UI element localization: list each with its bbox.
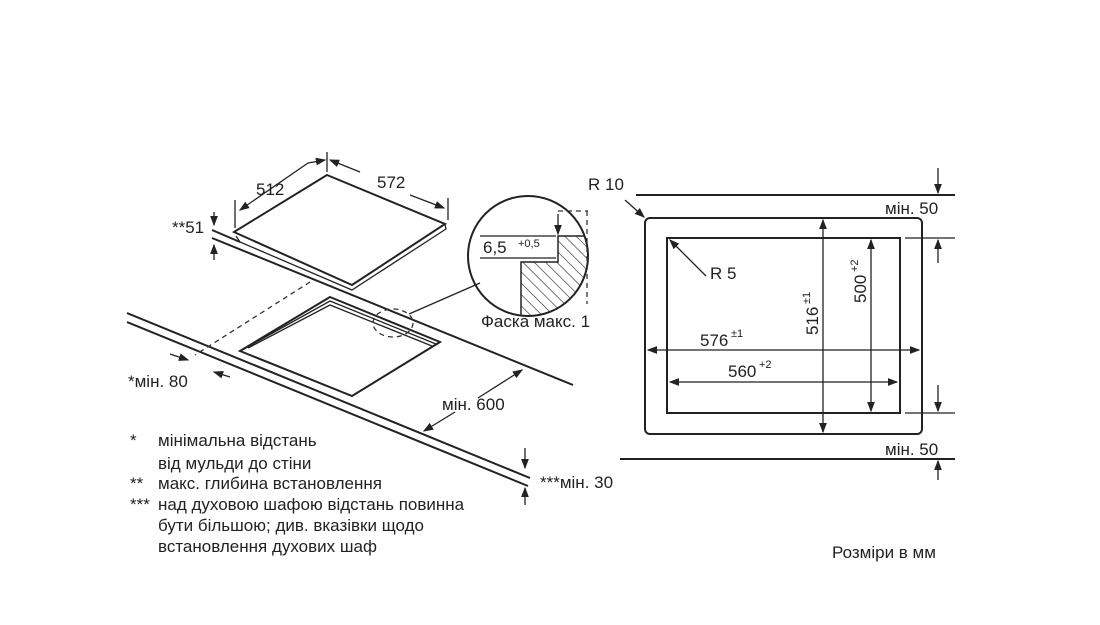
note-line: від мульди до стіни bbox=[158, 454, 311, 473]
worktop bbox=[126, 229, 574, 487]
footnotes: * мінімальна відстань від мульди до стін… bbox=[130, 431, 465, 556]
dim-height-51: **51 bbox=[172, 218, 204, 237]
note-line: мінімальна відстань bbox=[158, 431, 317, 450]
dim-wall-min-80: *мін. 80 bbox=[128, 372, 188, 391]
inner-width-tolerance: +2 bbox=[759, 359, 772, 371]
cooktop bbox=[231, 173, 448, 291]
outer-radius-label: R 10 bbox=[588, 175, 624, 194]
outer-depth-tolerance: ±1 bbox=[801, 292, 813, 304]
inner-radius-label: R 5 bbox=[710, 264, 736, 283]
outer-width-tolerance: ±1 bbox=[731, 328, 743, 340]
inner-depth-tolerance: +2 bbox=[849, 259, 861, 272]
dim-front-min-600: мін. 600 bbox=[442, 395, 505, 414]
note-mark: ** bbox=[130, 474, 144, 493]
outer-depth-label: 516 bbox=[803, 307, 822, 335]
outer-width-label: 576 bbox=[700, 331, 728, 350]
edge-detail: 6,5 +0,5 bbox=[467, 195, 589, 317]
note-mark: *** bbox=[130, 495, 150, 514]
clearance-bottom-label: мін. 50 bbox=[885, 440, 938, 459]
note-mark: * bbox=[130, 431, 137, 450]
clearance-top-label: мін. 50 bbox=[885, 199, 938, 218]
note-line: макс. глибина встановлення bbox=[158, 474, 382, 493]
cutout-plan bbox=[620, 168, 955, 480]
note-line: бути більшою; див. вказівки щодо bbox=[158, 516, 424, 535]
detail-caption: Фаска макс. 1 bbox=[481, 312, 590, 331]
units-caption: Розміри в мм bbox=[832, 543, 936, 562]
dim-depth-512: 512 bbox=[256, 180, 284, 199]
inner-depth-label: 500 bbox=[851, 275, 870, 303]
note-line: встановлення духових шаф bbox=[158, 537, 377, 556]
detail-value: 6,5 bbox=[483, 238, 507, 257]
note-line: над духовою шафою відстань повинна bbox=[158, 495, 465, 514]
cutout bbox=[237, 282, 481, 398]
dim-width-572: 572 bbox=[377, 173, 405, 192]
inner-width-label: 560 bbox=[728, 362, 756, 381]
dimension-lines-left bbox=[169, 152, 529, 505]
detail-tolerance: +0,5 bbox=[518, 238, 540, 250]
dim-oven-min-30: ***мін. 30 bbox=[540, 473, 613, 492]
